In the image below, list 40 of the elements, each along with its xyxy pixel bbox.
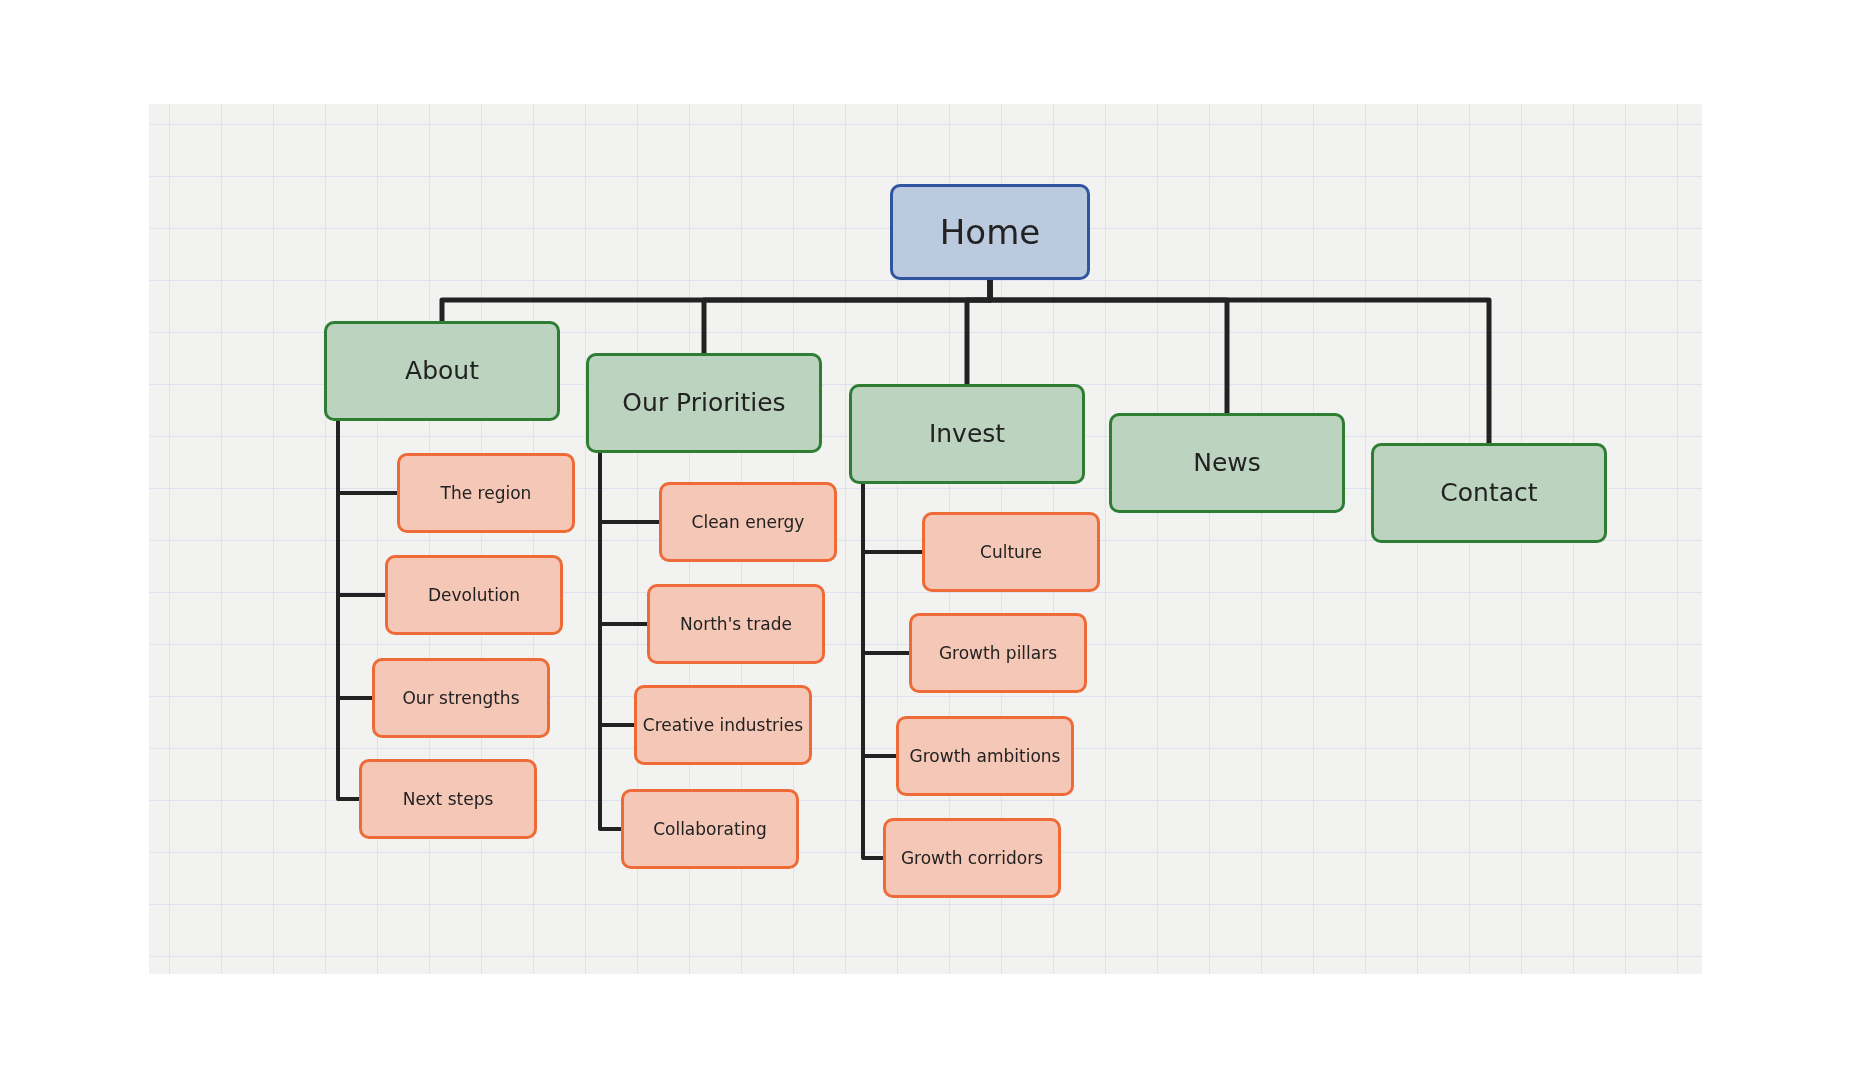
node-label: Culture [980, 541, 1042, 563]
node-label: About [405, 356, 479, 386]
connector-line [861, 484, 883, 860]
section-box [1109, 413, 1345, 513]
section-box [849, 384, 1085, 484]
section-box [324, 321, 560, 421]
node-label: The region [440, 482, 532, 504]
node-label: Next steps [402, 788, 494, 810]
node-label: Growth corridors [900, 847, 1044, 869]
page-box [397, 453, 575, 533]
connector-line [598, 453, 621, 831]
page-box [659, 482, 837, 562]
site-root-box [890, 184, 1090, 280]
node-label: North's trade [680, 613, 792, 635]
section-box [586, 353, 822, 453]
node-label: Devolution [427, 584, 521, 606]
page-box [621, 789, 799, 869]
node-label: Contact [1440, 478, 1538, 508]
node-label: Our strengths [402, 687, 520, 709]
page-box [922, 512, 1100, 592]
page-box [359, 759, 537, 839]
page-box [896, 716, 1074, 796]
section-box [1371, 443, 1607, 543]
node-label: Growth ambitions [909, 745, 1061, 767]
page-box [372, 658, 550, 738]
node-label: Collaborating [653, 818, 767, 840]
page-box [883, 818, 1061, 898]
page-box [634, 685, 812, 765]
node-label: Invest [928, 419, 1006, 449]
page-box [385, 555, 563, 635]
node-label: Clean energy [691, 511, 805, 533]
node-label: Growth pillars [938, 642, 1058, 664]
connector-line [336, 421, 359, 801]
node-label: Our Priorities [622, 388, 786, 418]
node-label: News [1193, 448, 1261, 478]
page-box [647, 584, 825, 664]
connector-line [987, 280, 1492, 443]
node-label: Home [939, 211, 1041, 253]
page-box [909, 613, 1087, 693]
node-label: Creative industries [642, 714, 804, 736]
